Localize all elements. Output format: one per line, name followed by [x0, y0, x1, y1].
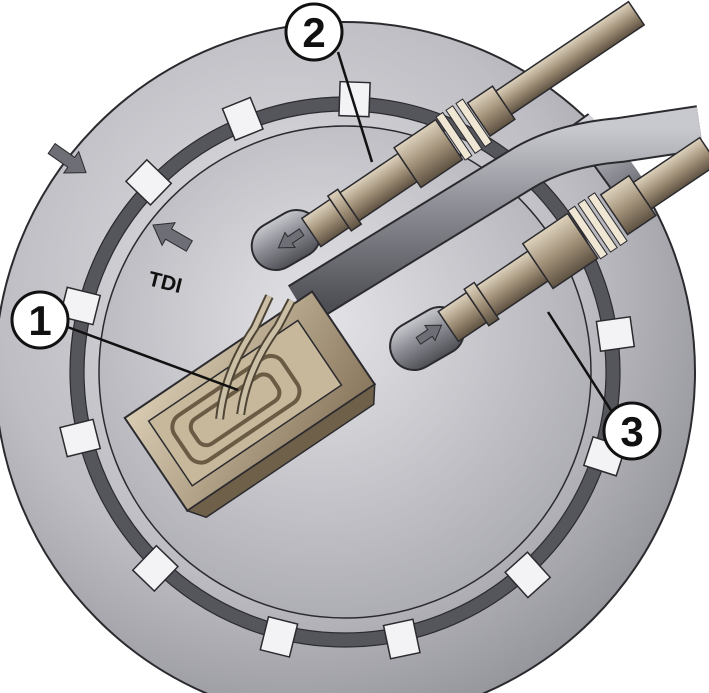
- ring-tabs: [59, 80, 636, 660]
- arrow-left-icon: [277, 228, 305, 249]
- arrow-icon: [152, 222, 194, 252]
- return-pipe: [287, 105, 704, 325]
- svg-text:2: 2: [302, 9, 325, 56]
- arrow-right-icon: [415, 324, 443, 345]
- callout-1: 1: [10, 290, 70, 350]
- arrow-icon: [47, 142, 87, 174]
- plug-block: [123, 290, 377, 519]
- callout-2: 2: [284, 2, 344, 62]
- callout-3: 3: [602, 401, 662, 461]
- svg-text:3: 3: [620, 408, 643, 455]
- svg-text:1: 1: [28, 297, 51, 344]
- connector-3: [437, 136, 709, 343]
- connector-2: [300, 0, 646, 248]
- leader-lines: [61, 51, 614, 413]
